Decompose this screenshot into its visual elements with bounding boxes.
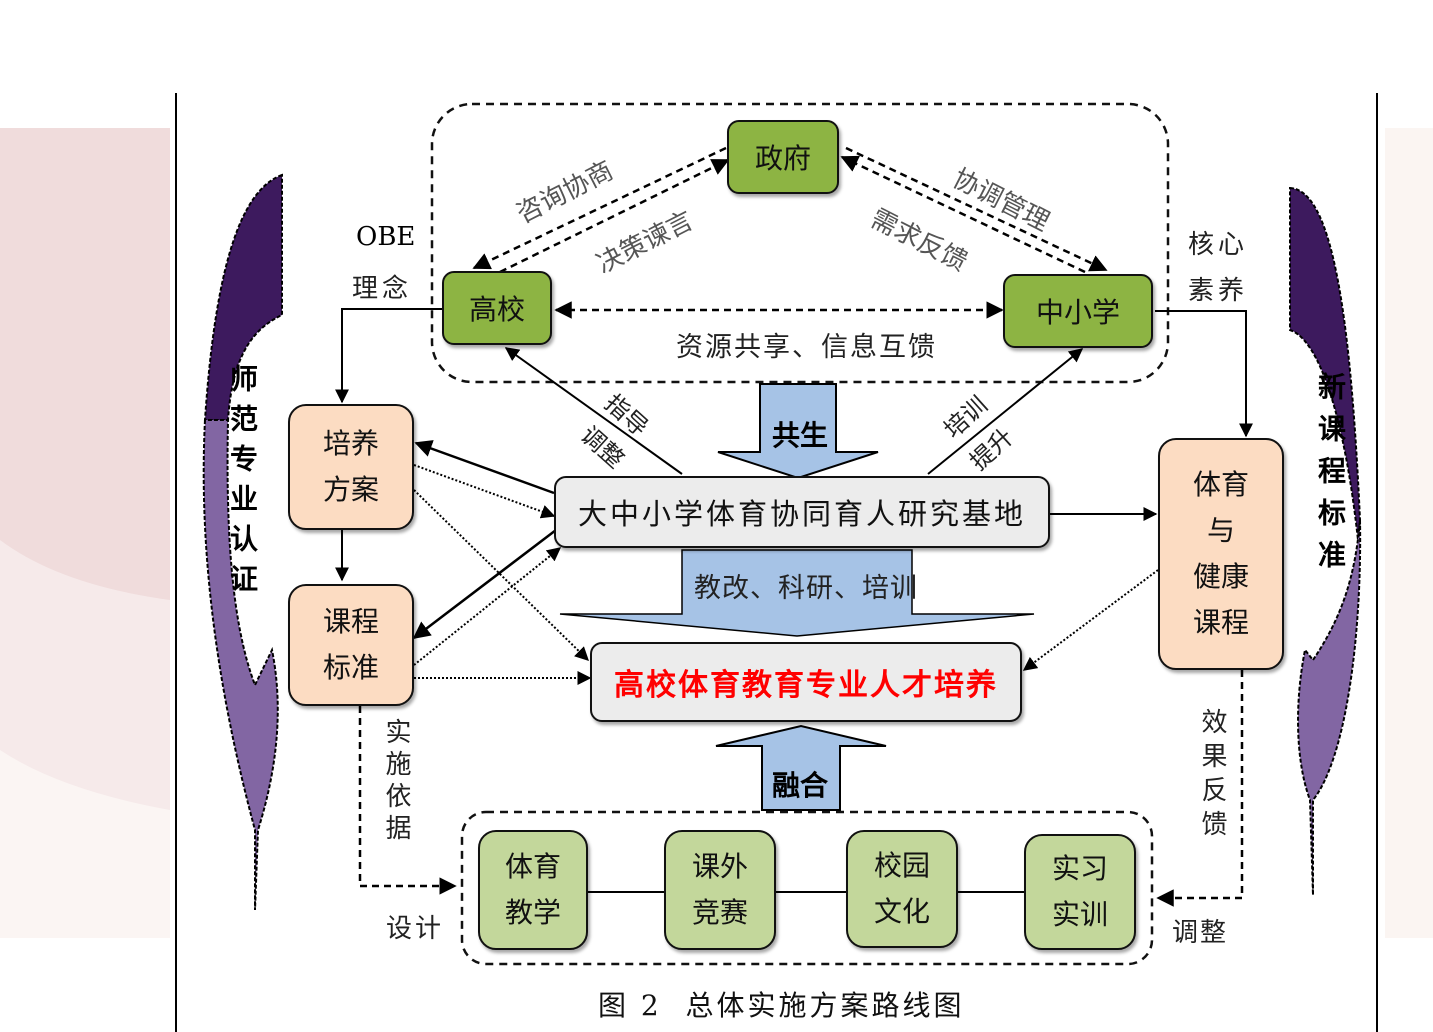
node-pe-teaching: 体育 教学 — [478, 830, 588, 950]
symbiosis-arrow — [717, 383, 879, 480]
label-symbiosis: 共生 — [772, 419, 829, 452]
left-band-light — [202, 419, 279, 911]
node-course-standard: 课程 标准 — [288, 584, 414, 706]
label-design: 设计 — [386, 914, 445, 944]
label-obe-concept: 理念 — [352, 274, 413, 304]
label-effect-feedback: 效果反馈 — [1197, 708, 1227, 844]
node-pe-health-course: 体育 与 健康 课程 — [1158, 438, 1284, 670]
node-k12: 中小学 — [1003, 274, 1153, 348]
fusion-arrow — [715, 724, 887, 811]
left-band-dark — [203, 173, 283, 421]
node-campus-culture: 校园 文化 — [846, 830, 958, 948]
stakeholder-group-border — [430, 102, 1170, 384]
node-internship: 实习 实训 — [1024, 834, 1136, 950]
node-extracurricular: 课外 竞赛 — [664, 830, 776, 950]
label-fusion: 融合 — [772, 769, 829, 802]
reform-arrow — [559, 549, 1035, 637]
label-resource-share: 资源共享、信息互馈 — [676, 332, 937, 363]
right-band-light — [1297, 519, 1362, 896]
node-talent-cultivation: 高校体育教育专业人才培养 — [590, 642, 1022, 722]
label-implementation-basis: 实施依据 — [381, 718, 411, 846]
label-core: 核心 — [1188, 230, 1249, 260]
label-obe: OBE — [356, 222, 416, 252]
practice-group-border — [460, 810, 1154, 966]
node-government: 政府 — [727, 120, 839, 194]
label-reform: 教改、科研、培训 — [694, 573, 918, 604]
label-normal-certification: 师范专业认证 — [226, 364, 259, 604]
figure-caption: 图 2 总体实施方案路线图 — [598, 989, 965, 1022]
node-research-base: 大中小学体育协同育人研究基地 — [554, 476, 1050, 548]
node-university: 高校 — [442, 271, 552, 345]
label-literacy: 素养 — [1188, 276, 1249, 306]
label-adjust-bottom: 调整 — [1172, 918, 1229, 948]
right-band-dark — [1289, 186, 1362, 541]
node-training-plan: 培养 方案 — [288, 404, 414, 530]
label-new-curriculum-standard: 新课程标准 — [1314, 372, 1347, 582]
